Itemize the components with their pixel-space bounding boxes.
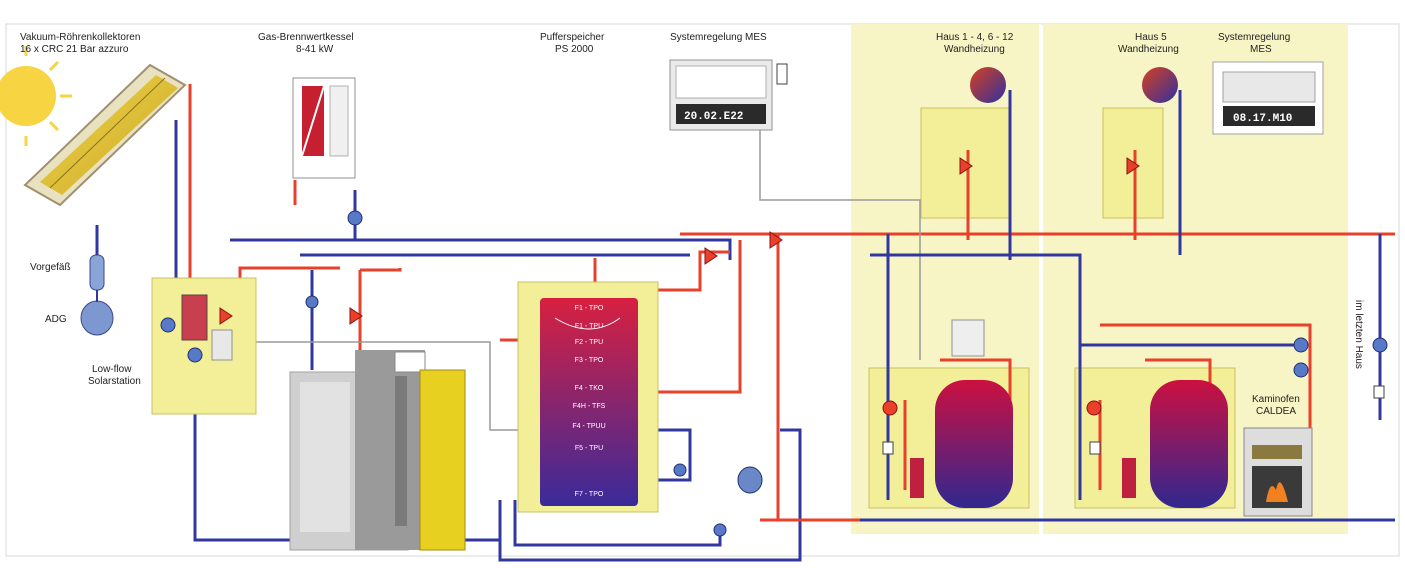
adg-label: ADG <box>45 314 67 325</box>
buffer-pump-icon <box>673 463 687 477</box>
lower-return-2 <box>513 500 722 547</box>
haus5-pump-2-icon <box>1293 362 1309 378</box>
haus1-sub: Wandheizung <box>944 44 1005 55</box>
haus1-tank-red2 <box>940 358 1012 400</box>
buffer-sensor-labels: F1 - TPO F1 - TPU F2 - TPU F3 - TPO F4 - TKO… <box>572 305 605 498</box>
station-controller <box>211 329 233 361</box>
control-display-1 <box>669 59 788 131</box>
control-display-2 <box>1222 71 1316 126</box>
control2-title: Systemregelung <box>1218 32 1290 43</box>
diagram-frame <box>5 23 1400 557</box>
buffer-valve <box>704 247 718 265</box>
display2-value: 08.17.M10 <box>1233 113 1292 125</box>
buffer-hx-loop <box>640 428 692 482</box>
haus1-title: Haus 1 - 4, 6 - 12 <box>936 32 1014 43</box>
boiler-pump-icon <box>347 210 363 226</box>
gas-boiler <box>292 77 356 179</box>
sun-icon <box>0 46 72 146</box>
haus5-pump-icon <box>1293 337 1309 353</box>
haus5-sensor <box>1089 441 1101 455</box>
kaminofen-stove <box>1243 427 1313 517</box>
control-title: Systemregelung MES <box>670 32 767 43</box>
buffer-sensor-label: F4H - TFS <box>573 403 606 410</box>
pellet-boiler <box>289 350 466 551</box>
upper-blue-pipe <box>230 238 732 260</box>
haus-blue-link <box>870 253 1082 500</box>
right-pump-icon <box>1372 337 1388 353</box>
buffer-tank <box>540 298 638 506</box>
collector-sub: 16 x CRC 21 Bar azzuro <box>20 44 129 55</box>
buffer-sensor-label: F4 - TKO <box>575 385 604 392</box>
buffer-red-link <box>360 268 402 272</box>
expansion-vessel <box>80 225 114 336</box>
buffer-title: Pufferspeicher <box>540 32 605 43</box>
buffer-sensor-label: F3 - TPO <box>575 357 604 364</box>
sensor-line-1 <box>230 341 540 431</box>
boiler-sub: 8-41 kW <box>296 44 334 55</box>
haus5-heater-element <box>1122 458 1136 498</box>
haus1-red-pump-icon <box>882 400 898 416</box>
buffer-sub: PS 2000 <box>555 44 594 55</box>
buffer-right-red <box>650 250 730 292</box>
buffer-sensor-label: F4 - TPUU <box>572 423 605 430</box>
boiler-pump-2-icon <box>305 295 319 309</box>
buffer-sensor-label: F1 - TPU <box>575 323 603 330</box>
station-sub: Solarstation <box>88 376 141 387</box>
station-valve <box>219 307 233 325</box>
lower-pump-icon <box>713 523 727 537</box>
station-pump-2-icon <box>187 347 203 363</box>
lower-return-loop <box>498 428 802 562</box>
haus1-sensor <box>882 441 894 455</box>
haus5-heating-sphere <box>1142 67 1178 103</box>
center-valve <box>769 231 783 249</box>
haus1-control-box <box>951 319 985 357</box>
buffer-sensor-label: F2 - TPU <box>575 339 603 346</box>
haus5-red-pump-icon <box>1086 400 1102 416</box>
buffer-mid-red <box>640 240 742 394</box>
kaminofen-label: Kaminofen <box>1252 394 1300 405</box>
buffer-sensor-label: F7 - TPO <box>575 491 604 498</box>
haus5-valve <box>1126 157 1140 175</box>
haus1-hot-water-tank <box>935 380 1013 508</box>
station-label: Low-flow <box>92 364 132 375</box>
solar-collector <box>23 63 187 207</box>
haus1-valve <box>959 157 973 175</box>
haus5-title: Haus 5 <box>1135 32 1167 43</box>
haus5-hot-water-tank <box>1150 380 1228 508</box>
collector-title: Vakuum-Röhrenkollektoren <box>20 32 140 43</box>
buffer-expansion-vessel <box>737 466 763 494</box>
buffer-sensor-label: F1 - TPO <box>575 305 604 312</box>
sensor-line-2 <box>759 130 921 360</box>
boiler-title: Gas-Brennwertkessel <box>258 32 354 43</box>
haus1-heating-sphere <box>970 67 1006 103</box>
collector-return-pipe <box>165 120 178 302</box>
display1-value: 20.02.E22 <box>684 111 743 123</box>
station-pump-icon <box>160 317 176 333</box>
vorgefass-label: Vorgefäß <box>30 262 71 273</box>
haus5-sub: Wandheizung <box>1118 44 1179 55</box>
buffer-sensor-label: F5 - TPU <box>575 445 603 452</box>
collector-supply-pipe <box>188 84 205 282</box>
control2-sub: MES <box>1250 44 1272 55</box>
right-edge-sensor <box>1373 385 1385 399</box>
other-house-label: im letzten Haus <box>1353 300 1364 369</box>
haus1-heater-element <box>910 458 924 498</box>
kaminofen-sub: CALDEA <box>1256 406 1296 417</box>
boiler-valve <box>349 307 363 325</box>
station-heat-exchanger <box>181 294 208 341</box>
